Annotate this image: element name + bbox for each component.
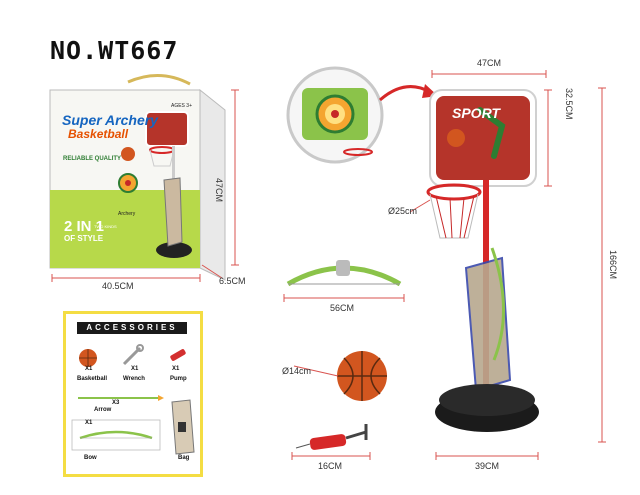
- rim-diameter-dim: Ø25cm: [388, 206, 418, 216]
- box-depth-dim: 6.5CM: [219, 276, 246, 286]
- accessories-title: ACCESSORIES: [77, 322, 187, 334]
- product-dimension-lines: [283, 70, 606, 460]
- box-quality: RELIABLE QUALITY: [63, 156, 121, 162]
- pump-length-dim: 16CM: [318, 461, 343, 471]
- box-age: AGES 3+: [171, 103, 192, 109]
- bow-length-dim: 56CM: [330, 303, 355, 313]
- acc-qty-pump: X1: [172, 366, 180, 372]
- acc-label-arrow: Arrow: [94, 407, 112, 413]
- acc-label-bag: Bag: [178, 455, 190, 461]
- acc-qty-arrow: X3: [112, 400, 120, 406]
- box-brand-line1: Super Archery: [62, 112, 158, 128]
- accessories-illustration: [71, 344, 195, 455]
- acc-label-bow: Bow: [84, 455, 97, 461]
- box-2in1: 2 IN 1: [64, 218, 105, 235]
- box-width-dim: 40.5CM: [102, 281, 134, 291]
- acc-label-basketball: Basketball: [77, 376, 108, 382]
- box-dimension-lines: [51, 89, 239, 282]
- product-box-illustration: [49, 73, 226, 281]
- box-two-kinds: TWO KINDS: [94, 224, 117, 229]
- base-width-dim: 39CM: [475, 461, 500, 471]
- model-number: NO.WT667: [50, 36, 179, 65]
- acc-qty-bow: X1: [85, 420, 93, 426]
- box-of-style: OF STYLE: [64, 234, 104, 243]
- acc-label-wrench: Wrench: [123, 376, 145, 382]
- acc-qty-basketball: X1: [85, 366, 93, 372]
- box-brand-line2: Basketball: [68, 127, 129, 141]
- backboard-text: SPORT: [452, 105, 500, 121]
- box-height-dim: 47CM: [214, 178, 224, 203]
- box-archery-label: Archery: [118, 211, 136, 217]
- backboard-width-dim: 47CM: [477, 58, 502, 68]
- total-height-dim: 166CM: [608, 250, 618, 280]
- product-illustration: [286, 66, 539, 450]
- ball-diameter-dim: Ø14cm: [282, 366, 312, 376]
- backboard-height-dim: 32.5CM: [564, 88, 574, 120]
- acc-qty-wrench: X1: [131, 366, 139, 372]
- acc-label-pump: Pump: [170, 376, 187, 382]
